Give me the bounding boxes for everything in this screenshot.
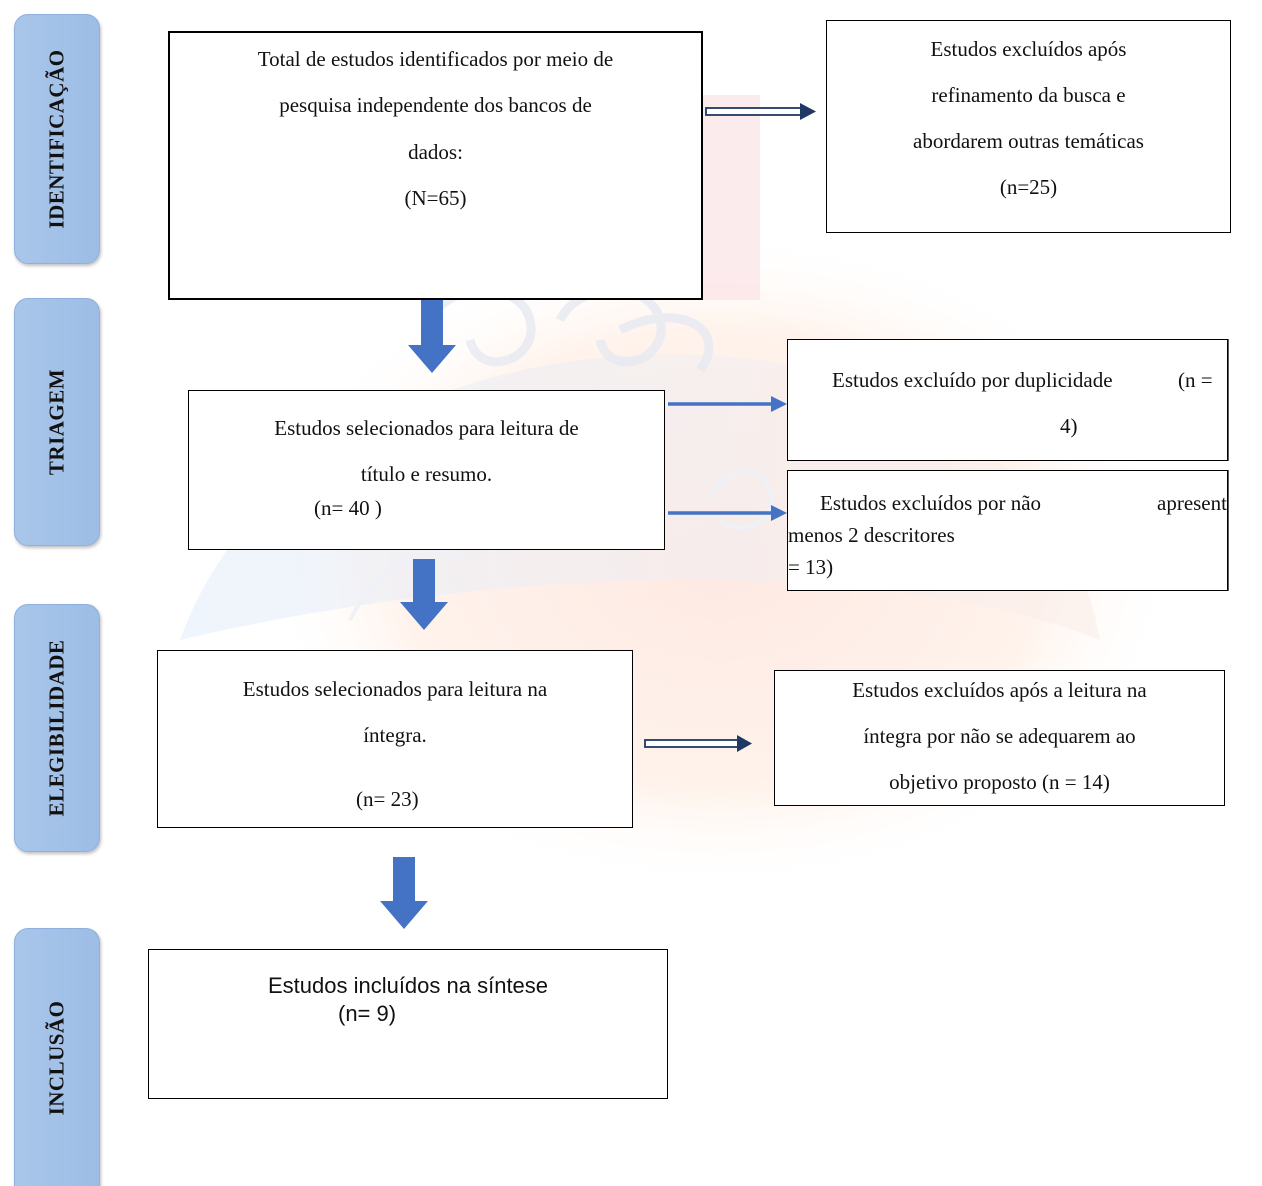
phase-eligibility-label: ELEGIBILIDADE (14, 604, 100, 852)
excl-fulltext-count: objetivo proposto (n = 14) (889, 770, 1110, 794)
included-count: (n= 9) (338, 1001, 397, 1026)
refine-line-3: abordarem outras temáticas (913, 129, 1144, 153)
phase-identification-label: IDENTIFICAÇÃO (14, 14, 100, 264)
phase-inclusion-label: INCLUSÃO (14, 928, 100, 1186)
excl-fulltext-line-2: íntegra por não se adequarem ao (863, 724, 1136, 748)
identified-count: (N=65) (404, 186, 467, 210)
screened-line-1: Estudos selecionados para leitura de (274, 416, 579, 440)
box-studies-screened: Estudos selecionados para leitura de tít… (188, 390, 665, 550)
descriptors-line-1a: Estudos excluídos por não (820, 491, 1042, 515)
refine-line-2: refinamento da busca e (931, 83, 1126, 107)
screened-line-2: título e resumo. (360, 462, 493, 486)
descriptors-count: = 13) (788, 555, 834, 579)
identified-line-1: Total de estudos identificados por meio … (257, 47, 614, 71)
phase-inclusion-text: INCLUSÃO (44, 1000, 69, 1115)
duplicate-count: 4) (1060, 414, 1078, 438)
arrow-down-1 (408, 300, 456, 373)
fulltext-line-2: íntegra. (363, 723, 427, 747)
descriptors-line-1b: apresent (1157, 491, 1227, 515)
phase-eligibility-text: ELEGIBILIDADE (44, 639, 69, 817)
arrow-right-refine (705, 103, 816, 120)
screened-count: (n= 40 ) (314, 496, 382, 520)
arrow-right-descriptors-head (771, 505, 787, 521)
arrow-right-full-text (644, 735, 752, 752)
arrow-down-3 (380, 857, 428, 929)
box-full-text-reading: Estudos selecionados para leitura na ínt… (157, 650, 633, 828)
descriptors-line-2: menos 2 descritores (788, 523, 955, 547)
excl-fulltext-line-1: Estudos excluídos após a leitura na (852, 678, 1147, 702)
phase-screening-text: TRIAGEM (44, 368, 69, 476)
fulltext-count: (n= 23) (356, 787, 419, 811)
fulltext-line-1: Estudos selecionados para leitura na (242, 677, 548, 701)
box-excluded-descriptors: Estudos excluídos por não apresent menos… (787, 470, 1228, 591)
arrow-right-duplicate-head (771, 396, 787, 412)
box-excluded-duplicates: Estudos excluído por duplicidade (n = 4) (787, 339, 1228, 461)
identified-line-2: pesquisa independente dos bancos de (279, 93, 592, 117)
phase-identification-text: IDENTIFICAÇÃO (44, 49, 69, 229)
box-excluded-refinement: Estudos excluídos após refinamento da bu… (826, 20, 1231, 233)
identified-line-3: dados: (408, 140, 463, 164)
box-excluded-full-text: Estudos excluídos após a leitura na ínte… (774, 670, 1225, 806)
phase-screening-label: TRIAGEM (14, 298, 100, 546)
refine-count: (n=25) (999, 175, 1058, 199)
duplicate-line-1b: (n = (1178, 368, 1213, 392)
box-studies-identified: Total de estudos identificados por meio … (168, 31, 703, 300)
duplicate-line-1a: Estudos excluído por duplicidade (832, 368, 1113, 392)
refine-line-1: Estudos excluídos após (930, 37, 1127, 61)
box-studies-included: Estudos incluídos na síntese (n= 9) (148, 949, 668, 1099)
arrow-down-2 (400, 559, 448, 630)
included-line-1: Estudos incluídos na síntese (267, 973, 549, 998)
